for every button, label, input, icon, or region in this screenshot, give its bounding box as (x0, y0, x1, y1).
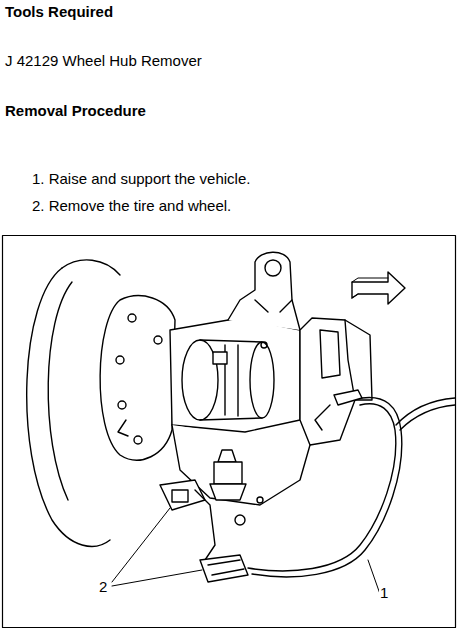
procedure-step: 1. Raise and support the vehicle. (32, 170, 250, 187)
procedure-step: 2. Remove the tire and wheel. (32, 197, 231, 214)
callout-number: 1 (379, 584, 389, 601)
section-heading: Tools Required (5, 3, 113, 20)
callout-number: 2 (98, 578, 108, 595)
tool-name: J 42129 Wheel Hub Remover (5, 52, 202, 69)
section-heading: Removal Procedure (5, 102, 146, 119)
